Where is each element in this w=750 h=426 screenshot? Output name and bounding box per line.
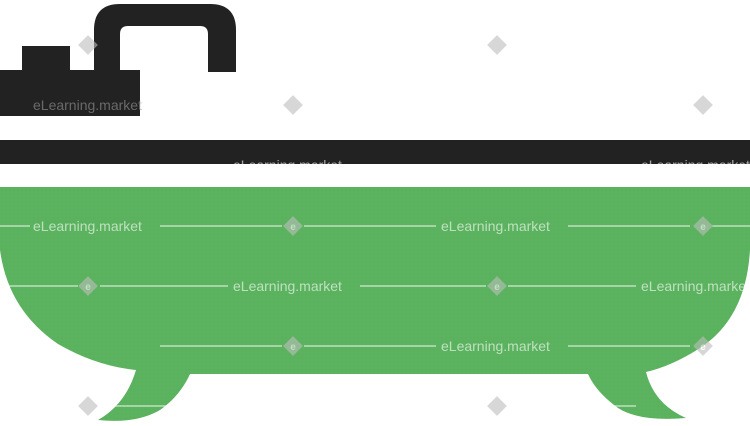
watermark-mark: e	[700, 342, 706, 353]
watermark-text: eLearning.market	[33, 218, 142, 234]
watermark-mark: e	[494, 282, 500, 293]
watermark-lines	[0, 225, 750, 407]
faucet-spout	[94, 4, 236, 72]
watermark-mark: e	[290, 222, 296, 233]
watermark-text: eLearning.market	[641, 157, 750, 173]
watermark-text: eLearning.market	[441, 338, 550, 354]
tub-rim	[0, 140, 750, 164]
watermark-mark: e	[700, 222, 706, 233]
watermark-layer: e e e e e e eLearning.market eLearning.m…	[0, 35, 750, 416]
watermark-mark: e	[290, 342, 296, 353]
faucet-icon	[0, 4, 236, 116]
watermark-text: eLearning.market	[641, 278, 750, 294]
faucet-base	[0, 46, 140, 116]
tub-body	[0, 187, 750, 421]
watermark-text: eLearning.market	[441, 218, 550, 234]
watermark-text: eLearning.market	[233, 278, 342, 294]
watermark-text: eLearning.market	[33, 97, 142, 113]
watermark-text: eLearning.market	[233, 157, 342, 173]
watermark-mark: e	[85, 282, 91, 293]
